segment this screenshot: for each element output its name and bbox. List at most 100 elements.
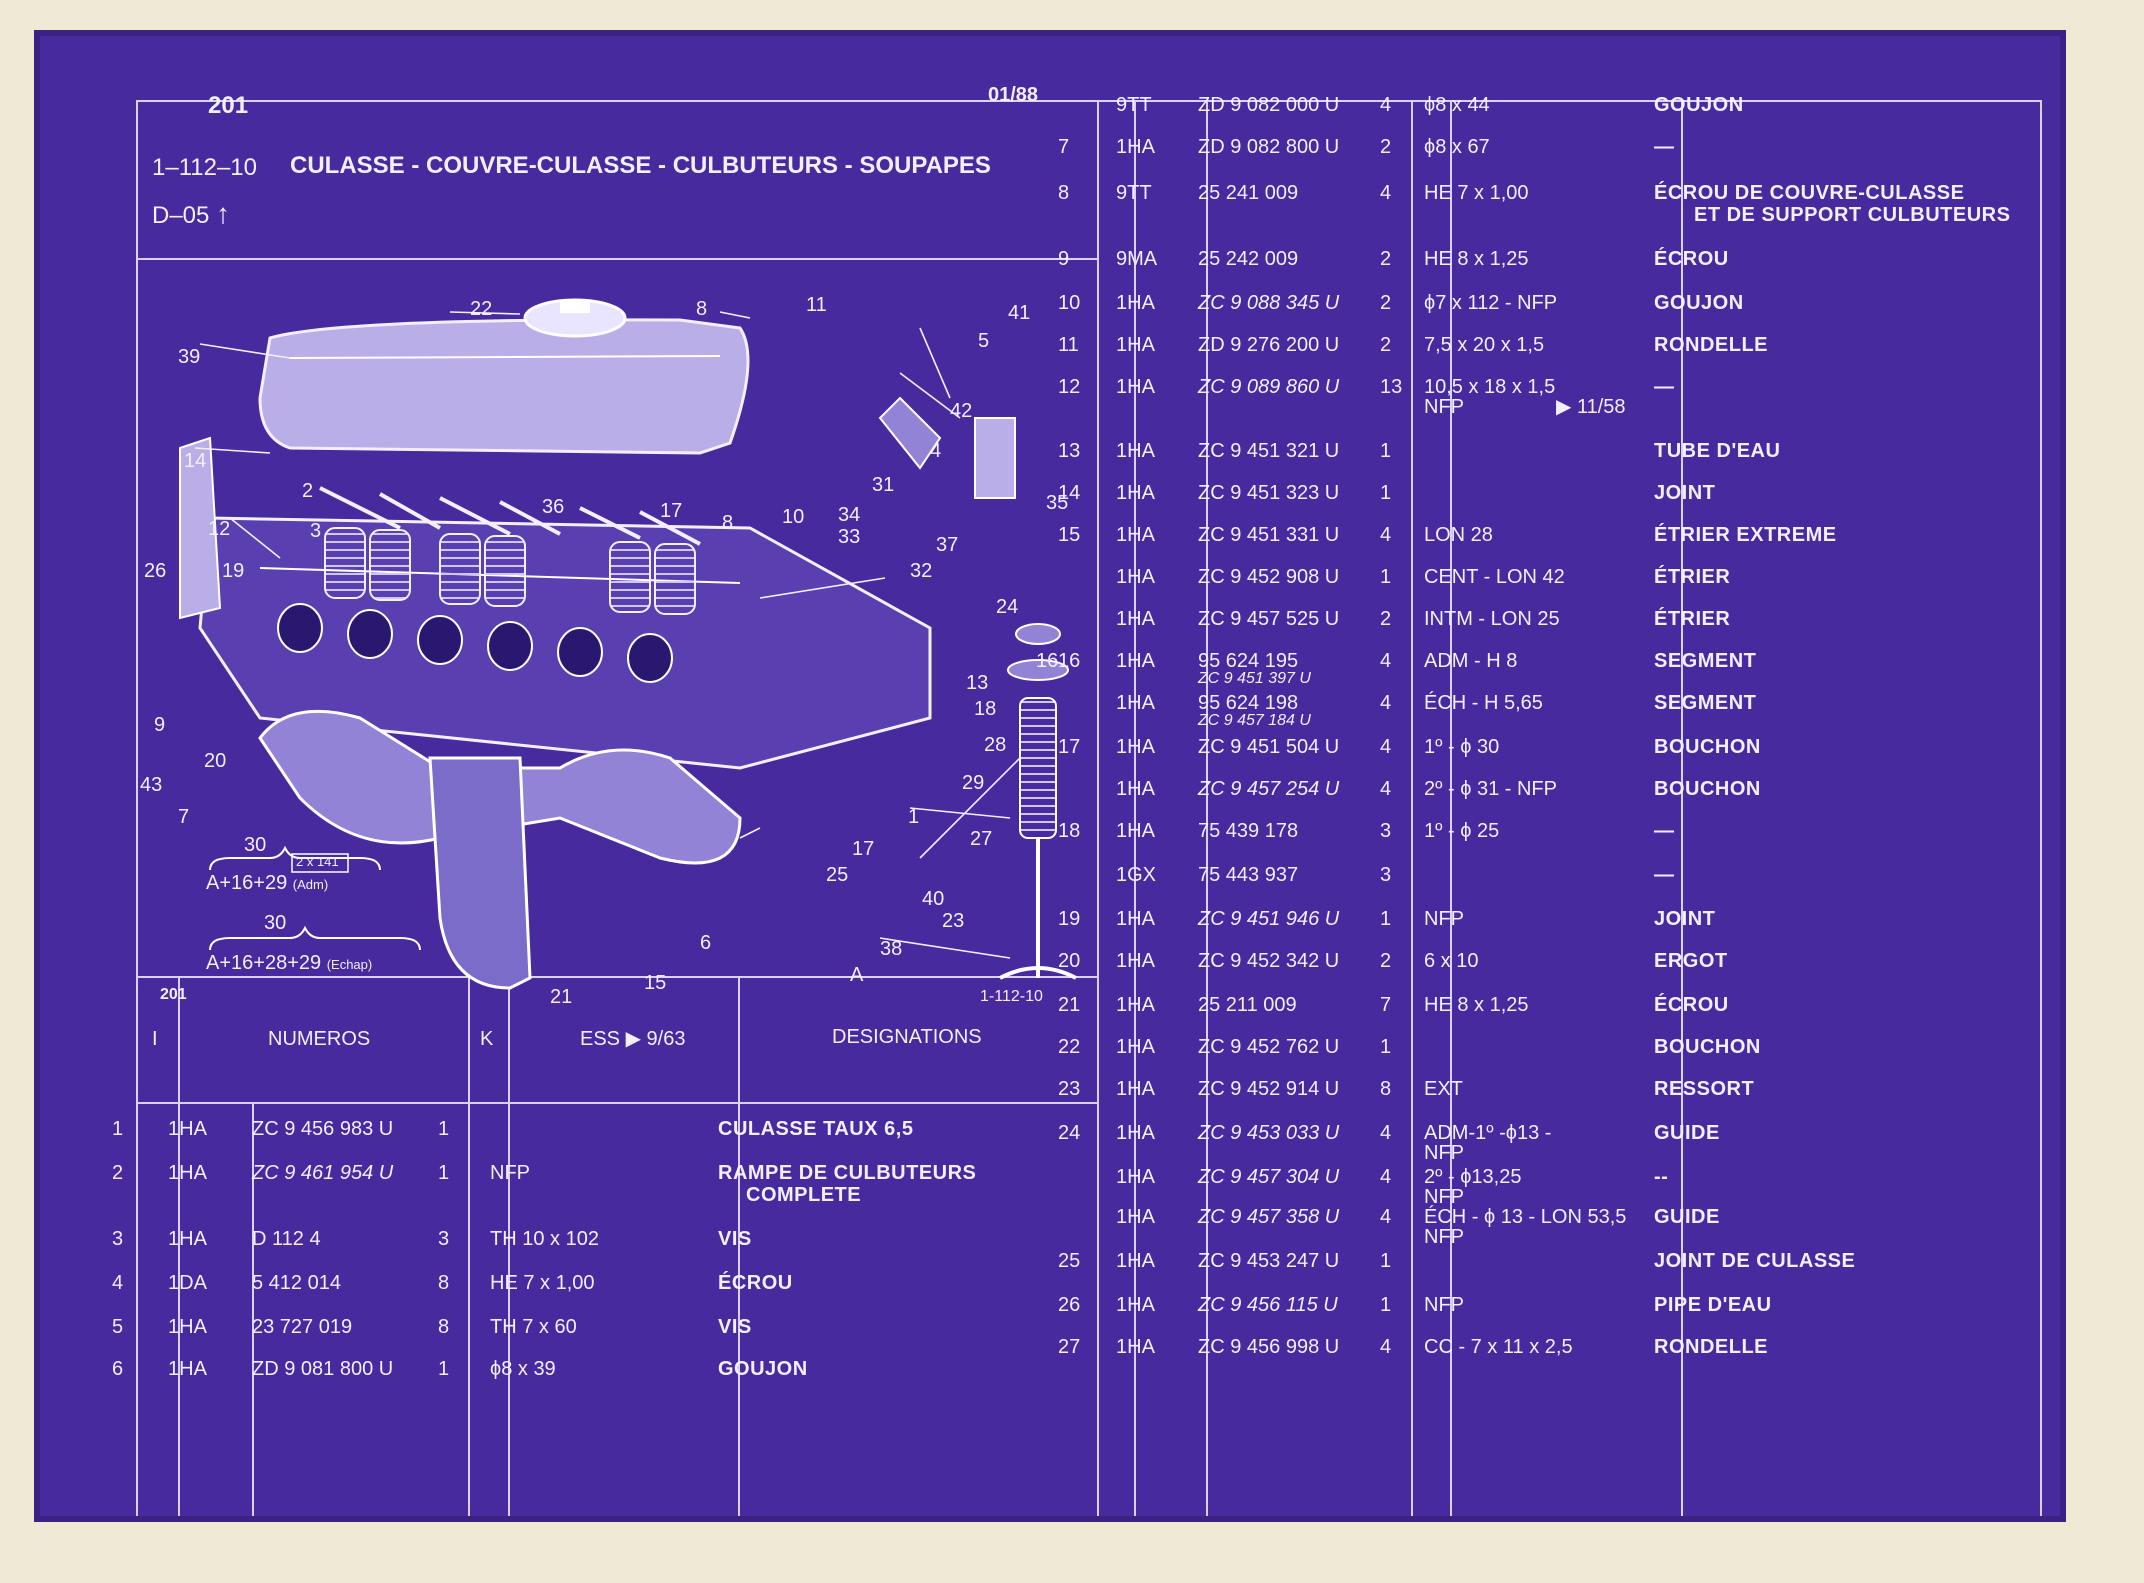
divider — [1134, 100, 1136, 1516]
cell-des: — — [1654, 376, 1675, 398]
divider — [1411, 100, 1413, 1516]
cell-i: 17 — [1058, 736, 1081, 758]
cell-num: ZC 9 451 323 U — [1198, 482, 1340, 504]
cell-des: — — [1654, 136, 1675, 158]
cell-num: ZC 9 457 254 U — [1198, 778, 1340, 800]
cell-des: ÉCROU — [1654, 248, 1729, 270]
cell-code: 1HA — [1116, 1166, 1155, 1188]
col-header-designations: DESIGNATIONS — [832, 1026, 982, 1048]
cell-ess: HE 8 x 1,25 — [1424, 248, 1529, 270]
callout-20: 20 — [204, 750, 227, 772]
cell-k: 4 — [1380, 1166, 1392, 1188]
cell-ess: NFP — [1424, 1226, 1464, 1248]
cell-code: 1HA — [168, 1228, 207, 1250]
cell-i: 21 — [1058, 994, 1081, 1016]
cell-num: ZC 9 456 115 U — [1198, 1294, 1338, 1316]
callout-37: 37 — [936, 534, 959, 556]
col-header-i: I — [152, 1028, 158, 1050]
cell-k: 4 — [1380, 1206, 1392, 1228]
arrow-up-icon: ↑ — [216, 198, 231, 229]
box-note: 2 x 141 — [296, 854, 339, 869]
cell-k: 2 — [1380, 950, 1392, 972]
cell-ess: NFP — [1424, 1294, 1464, 1316]
cell-i: 26 — [1058, 1294, 1081, 1316]
diagram-caption-right: 1-112-10 — [980, 988, 1043, 1005]
cell-k: 3 — [438, 1228, 450, 1250]
cell-ess: HE 8 x 1,25 — [1424, 994, 1529, 1016]
divider — [1681, 100, 1683, 1516]
cell-code: 1HA — [1116, 524, 1155, 546]
cell-des: ÉCROU — [718, 1272, 793, 1294]
callout-43: 43 — [140, 774, 163, 796]
cell-num: ZC 9 451 321 U — [1198, 440, 1340, 462]
cell-num: ZC 9 452 914 U — [1198, 1078, 1340, 1100]
cell-k: 2 — [1380, 608, 1392, 630]
cell-code: 1HA — [1116, 1250, 1155, 1272]
cell-des: ÉTRIER — [1654, 566, 1731, 588]
cell-num: 25 211 009 — [1198, 994, 1297, 1016]
cell-i: 27 — [1058, 1336, 1081, 1358]
cell-i: 4 — [112, 1272, 124, 1294]
cell-des: BOUCHON — [1654, 778, 1761, 800]
cell-des: CULASSE TAUX 6,5 — [718, 1118, 914, 1140]
cell-code: 1HA — [1116, 440, 1155, 462]
cell-k: 4 — [1380, 1122, 1392, 1144]
cell-des: GUIDE — [1654, 1206, 1720, 1228]
cell-des: GUIDE — [1654, 1122, 1720, 1144]
callout-23: 23 — [942, 910, 965, 932]
divider — [1097, 100, 1099, 1516]
cell-num: 95 624 198 — [1198, 692, 1299, 714]
cell-ess: ÉCH - ϕ 13 - LON 53,5 — [1424, 1206, 1627, 1228]
cell-i: 2 — [112, 1162, 124, 1184]
cell-k: 1 — [438, 1358, 450, 1380]
cell-num: ZC 9 457 184 U — [1198, 712, 1311, 729]
cell-i: 7 — [1058, 136, 1070, 158]
cell-num: ZC 9 457 358 U — [1198, 1206, 1340, 1228]
callout-30a: 30 — [244, 834, 267, 856]
callout-18: 18 — [974, 698, 997, 720]
cell-k: 4 — [1380, 692, 1392, 714]
callout-38: 38 — [880, 938, 903, 960]
cell-k: 1 — [1380, 1250, 1392, 1272]
col-header-numeros: NUMEROS — [268, 1028, 371, 1050]
cell-i: 1 — [112, 1118, 124, 1140]
cell-code: 9TT — [1116, 94, 1152, 116]
cell-des: RONDELLE — [1654, 334, 1768, 356]
cell-num: ZC 9 452 342 U — [1198, 950, 1340, 972]
cell-num: ZC 9 457 304 U — [1198, 1166, 1340, 1188]
callout-27: 27 — [970, 828, 993, 850]
cell-code: 1HA — [1116, 1078, 1155, 1100]
callout-24: 24 — [996, 596, 1019, 618]
cell-i: 16 — [1058, 650, 1081, 672]
cell-des: ÉCROU DE COUVRE-CULASSE — [1654, 182, 1965, 204]
cell-k: 1 — [1380, 1036, 1392, 1058]
section-code: D–05 ↑ — [152, 198, 230, 230]
cell-des: — — [1654, 820, 1675, 842]
cell-code: 1HA — [1116, 650, 1155, 672]
cell-des: JOINT — [1654, 482, 1716, 504]
cell-num: ZC 9 456 998 U — [1198, 1336, 1340, 1358]
cell-i: 3 — [112, 1228, 124, 1250]
callout-6: 6 — [700, 932, 712, 954]
cell-num: 25 242 009 — [1198, 248, 1299, 270]
cell-k: 4 — [1380, 1336, 1392, 1358]
cell-ess: 2º - ϕ13,25 — [1424, 1166, 1522, 1188]
cell-k: 4 — [1380, 778, 1392, 800]
cell-ess: 1º - ϕ 30 — [1424, 736, 1500, 758]
cell-i: 22 — [1058, 1036, 1081, 1058]
cell-des: RAMPE DE CULBUTEURS — [718, 1162, 977, 1184]
cell-i: 5 — [112, 1316, 124, 1338]
cell-k: 2 — [1380, 334, 1392, 356]
divider — [738, 976, 740, 1516]
cell-des: COMPLETE — [746, 1184, 862, 1206]
col-header-ess: ESS ▶ 9/63 — [580, 1028, 686, 1050]
cell-k: 3 — [1380, 864, 1392, 886]
cell-num: 95 624 195 — [1198, 650, 1299, 672]
cell-des: ÉCROU — [1654, 994, 1729, 1016]
cell-num: ZD 9 276 200 U — [1198, 334, 1340, 356]
cell-i: 11 — [1058, 334, 1079, 356]
cell-k: 8 — [438, 1316, 450, 1338]
callout-32: 32 — [910, 560, 933, 582]
cell-des: BOUCHON — [1654, 736, 1761, 758]
callout-11: 11 — [806, 294, 827, 316]
